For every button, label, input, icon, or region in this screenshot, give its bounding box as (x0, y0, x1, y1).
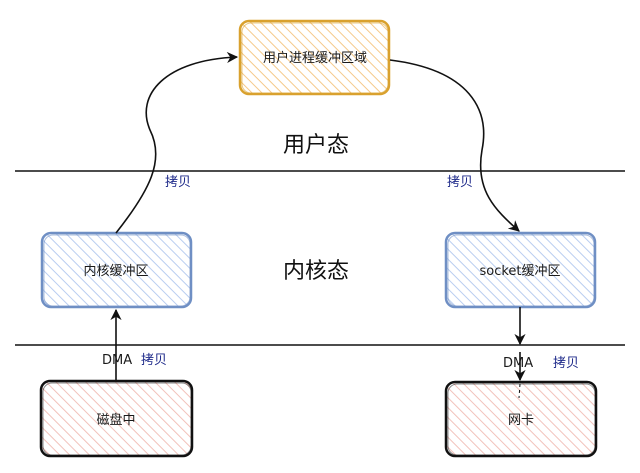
edge-socket-to-nic-dma: DMA (503, 356, 533, 371)
edge-disk-to-kernel-label: 拷贝 (141, 353, 167, 368)
edge-disk-to-kernel-dma: DMA (102, 353, 132, 368)
node-disk[interactable]: 磁盘中 (39, 379, 194, 458)
edge-kernel-to-user-label: 拷贝 (165, 175, 191, 190)
edge-user-to-socket (389, 59, 520, 232)
node-disk-label: 磁盘中 (96, 412, 135, 428)
edge-socket-to-nic-tail (518, 383, 521, 399)
edge-socket-to-nic-label: 拷贝 (553, 356, 579, 371)
zone-label-user: 用户态 (283, 133, 349, 158)
node-socket-buffer[interactable]: socket缓冲区 (444, 231, 597, 309)
node-user-buffer[interactable]: 用户进程缓冲区域 (238, 19, 391, 96)
node-kernel-buffer-label: 内核缓冲区 (83, 263, 148, 279)
node-kernel-buffer[interactable]: 内核缓冲区 (40, 231, 193, 309)
edge-user-to-socket-label: 拷贝 (447, 175, 473, 190)
zone-label-kernel: 内核态 (283, 259, 349, 284)
node-nic[interactable]: 网卡 (444, 380, 598, 458)
node-nic-label: 网卡 (508, 413, 534, 428)
node-socket-buffer-label: socket缓冲区 (479, 264, 560, 279)
edge-kernel-to-user (115, 51, 239, 234)
node-user-buffer-label: 用户进程缓冲区域 (263, 50, 367, 66)
